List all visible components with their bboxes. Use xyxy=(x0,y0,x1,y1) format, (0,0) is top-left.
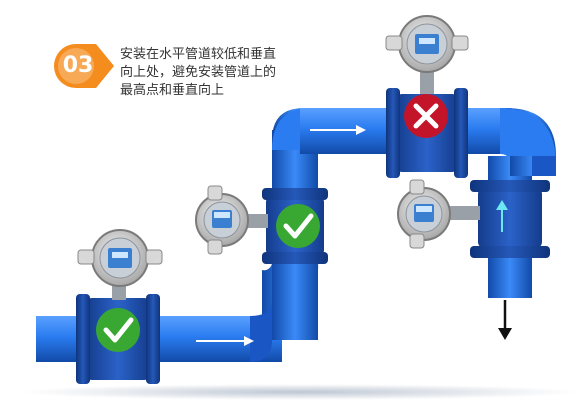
flowmeter-horizontal-left xyxy=(76,229,163,384)
flow-arrows xyxy=(196,125,366,346)
caption-line-3: 最高点和垂直向上 xyxy=(120,83,225,98)
checkmark-icon xyxy=(276,204,320,248)
step-caption: 安装在水平管道较低和垂直 向上处，避免安装管道上的 最高点和垂直向上 xyxy=(120,46,320,100)
down-arrow-icon xyxy=(498,300,512,340)
up-arrow-icon xyxy=(496,200,508,232)
checkmark-icon xyxy=(96,308,140,352)
caption-line-1: 安装在水平管道较低和垂直 xyxy=(120,47,277,62)
step-number: 03 xyxy=(62,53,94,78)
flowmeter-top-highest xyxy=(385,15,469,178)
caption-line-2: 向上处，避免安装管道上的 xyxy=(120,65,277,80)
flowmeter-vertical-middle xyxy=(195,185,328,264)
step-badge: 03 xyxy=(52,42,118,90)
flowmeter-vertical-right xyxy=(397,179,550,258)
